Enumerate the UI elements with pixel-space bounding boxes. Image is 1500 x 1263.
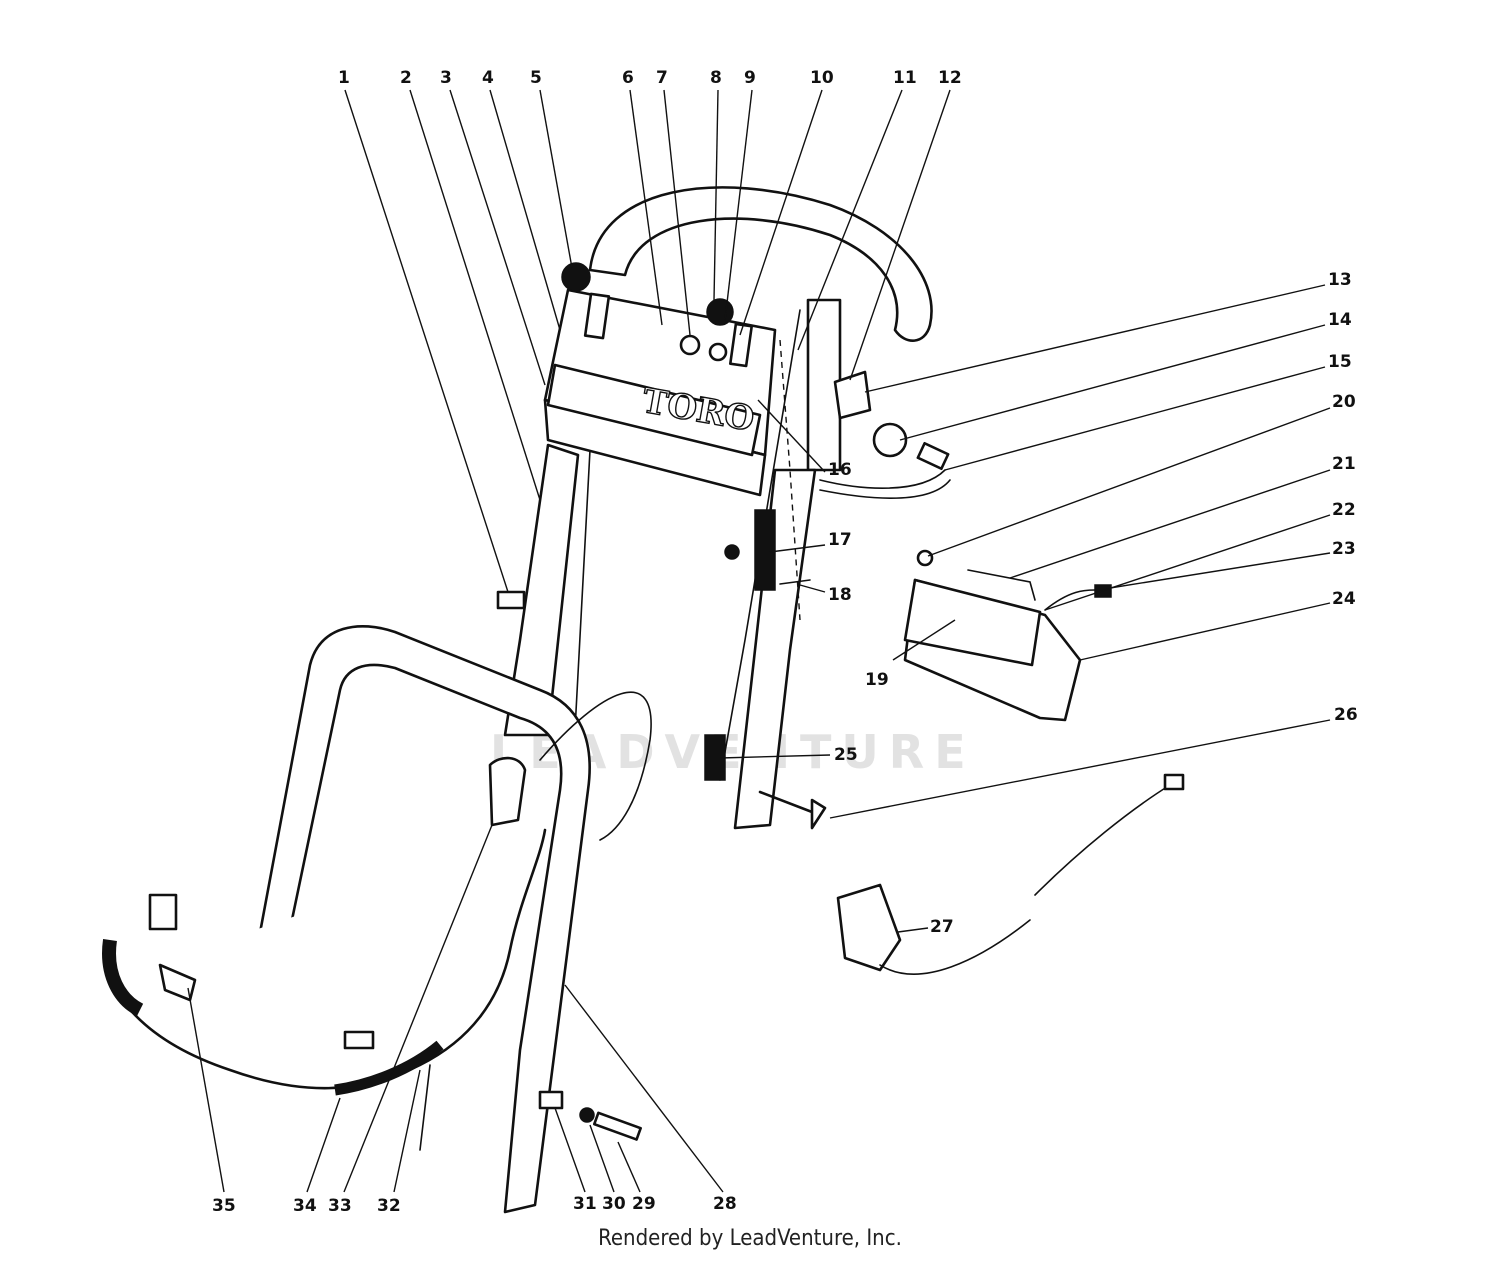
callout-27: 27 [930,917,954,937]
callout-11: 11 [893,68,917,88]
control-panel: TORO [543,262,801,621]
callout-16: 16 [828,460,852,480]
bolt-29 [592,1111,642,1141]
callout-19: 19 [865,670,889,690]
lower-handle [238,625,652,1214]
connector-15 [916,441,950,471]
clip-1 [496,590,526,610]
callout-9: 9 [744,68,756,88]
charger [836,773,1185,975]
callout-18: 18 [828,585,852,605]
callout-34: 34 [293,1196,317,1216]
key-switch [679,334,701,356]
right-upright-tube [704,309,817,830]
callout-30: 30 [602,1194,626,1214]
choke-knob [706,298,734,326]
callout-23: 23 [1332,539,1356,559]
indicator-lamp [708,342,728,362]
callout-29: 29 [632,1194,656,1214]
battery-cover-19 [903,578,1042,667]
callout-3: 3 [440,68,452,88]
callout-8: 8 [710,68,722,88]
leader-lines [187,89,1331,1193]
callout-6: 6 [622,68,634,88]
callout-26: 26 [1334,705,1358,725]
charger-27 [836,883,902,972]
screw-17 [724,544,740,560]
throttle-slot [583,292,611,340]
callout-12: 12 [938,68,962,88]
callout-24: 24 [1332,589,1356,609]
callout-32: 32 [377,1196,401,1216]
callout-31: 31 [573,1194,597,1214]
callout-1: 1 [338,68,350,88]
bolt-26 [758,790,814,814]
callout-25: 25 [834,745,858,765]
callout-labels: 1 2 3 4 5 6 7 8 9 10 11 12 13 14 15 16 1… [212,68,1358,1216]
battery-screw-20 [916,549,934,567]
battery-box [903,549,1112,722]
wiring-harness [102,828,547,1151]
harness-plug-32 [343,1030,375,1050]
throttle-knob [561,262,591,292]
callout-17: 17 [828,530,852,550]
key-switch-14 [872,422,908,458]
receptacle-13 [833,370,872,420]
bushing-31 [538,1090,564,1110]
callout-21: 21 [1332,454,1356,474]
callout-15: 15 [1328,352,1352,372]
callout-22: 22 [1332,500,1356,520]
switch-parts [819,370,951,499]
callout-10: 10 [810,68,834,88]
upper-handle [588,186,933,472]
hardware [496,544,827,1141]
render-credit: Rendered by LeadVenture, Inc. [598,1226,902,1251]
cable-spring-17 [754,509,776,591]
callout-2: 2 [400,68,412,88]
callout-20: 20 [1332,392,1356,412]
callout-7: 7 [656,68,668,88]
callout-13: 13 [1328,270,1352,290]
callout-14: 14 [1328,310,1352,330]
harness-connector [148,893,178,931]
callout-4: 4 [482,68,494,88]
charger-plug [1163,773,1185,791]
callout-33: 33 [328,1196,352,1216]
callout-28: 28 [713,1194,737,1214]
callout-5: 5 [530,68,542,88]
callout-35: 35 [212,1196,236,1216]
nut-30 [579,1107,595,1123]
